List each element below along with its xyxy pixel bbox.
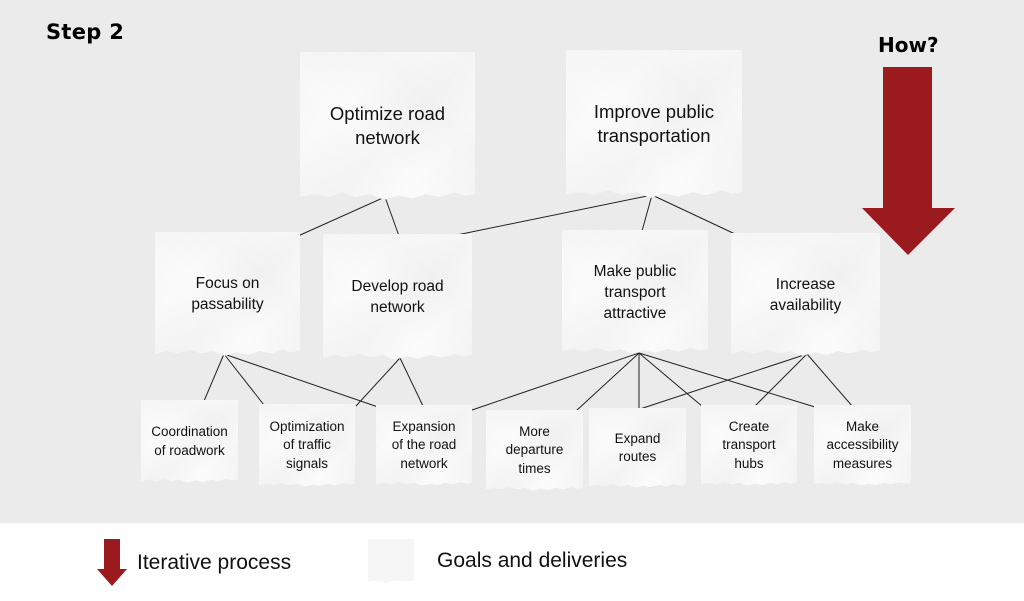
- delivery-card-label: Coordination of roadwork: [151, 424, 228, 458]
- legend-label-iterative-process: Iterative process: [137, 550, 292, 574]
- connector-increase-availability-to-create-transport-hubs: [753, 353, 808, 408]
- delivery-card-coordination-of-roadwork: Coordination of roadwork: [141, 400, 238, 483]
- paper-card-icon: [368, 539, 414, 583]
- delivery-card-label: Expand routes: [614, 430, 661, 465]
- connector-develop-road-network-to-optimization-of-traffic-signals: [355, 357, 401, 407]
- goal-card-improve-public-transportation: Improve public transportation: [566, 50, 742, 198]
- delivery-card-more-departure-times: More departure times: [486, 410, 583, 491]
- connector-increase-availability-to-make-accessibility-measures: [806, 353, 854, 408]
- connector-optimize-road-network-to-develop-road-network: [384, 196, 400, 237]
- legend-item-iterative-process: Iterative process: [97, 539, 291, 586]
- connector-improve-public-transportation-to-make-public-transport-attractive: [641, 194, 653, 232]
- delivery-card-label: More departure times: [505, 423, 564, 476]
- connector-lines: [203, 194, 854, 412]
- goal-card-make-public-transport-attractive: Make public transport attractive: [562, 230, 708, 354]
- goal-card-label: Improve public transportation: [593, 101, 715, 146]
- legend-item-goals-and-deliveries: Goals and deliveries: [368, 539, 627, 583]
- step-title: Step 2: [46, 20, 125, 44]
- goal-card-label: Optimize road network: [329, 103, 446, 148]
- goal-card-label: Increase availability: [769, 275, 842, 314]
- delivery-card-label: Optimization of traffic signals: [269, 418, 345, 471]
- delivery-card-label: Expansion of the road network: [391, 418, 457, 471]
- delivery-card-label: Create transport hubs: [722, 418, 776, 471]
- connector-focus-on-passability-to-optimization-of-traffic-signals: [223, 353, 265, 406]
- arrow-shape: [862, 67, 955, 255]
- goal-card-label: Focus on passability: [191, 275, 264, 313]
- delivery-card-optimization-of-traffic-signals: Optimization of traffic signals: [259, 404, 355, 487]
- connector-make-public-transport-attractive-to-expansion-of-the-road-network: [471, 352, 640, 411]
- iterative-process-arrow-icon: [862, 67, 955, 255]
- connector-develop-road-network-to-expansion-of-the-road-network: [399, 357, 424, 407]
- how-label: How?: [878, 33, 939, 57]
- delivery-card-make-accessibility-measures: Make accessibility measures: [814, 405, 911, 486]
- legend-label-goals-and-deliveries: Goals and deliveries: [437, 549, 628, 572]
- goal-card-label: Develop road network: [351, 278, 444, 316]
- delivery-card-expansion-of-the-road-network: Expansion of the road network: [376, 405, 472, 486]
- goal-card-increase-availability: Increase availability: [731, 233, 880, 356]
- down-arrow-icon: [97, 539, 127, 586]
- goal-card-focus-on-passability: Focus on passability: [155, 232, 300, 356]
- goal-card-optimize-road-network: Optimize road network: [300, 52, 475, 200]
- connector-optimize-road-network-to-focus-on-passability: [297, 196, 386, 237]
- connector-focus-on-passability-to-expansion-of-the-road-network: [223, 353, 379, 408]
- connector-improve-public-transportation-to-increase-availability: [651, 194, 736, 235]
- goal-card-label: Make public transport attractive: [593, 262, 677, 322]
- connector-make-public-transport-attractive-to-more-departure-times: [575, 352, 640, 412]
- connector-focus-on-passability-to-coordination-of-roadwork: [203, 353, 225, 402]
- diagram-canvas: Step 2 How? Optimize road network Improv…: [0, 0, 1024, 523]
- delivery-card-create-transport-hubs: Create transport hubs: [701, 405, 797, 486]
- connector-make-public-transport-attractive-to-create-transport-hubs: [638, 352, 704, 408]
- delivery-card-expand-routes: Expand routes: [589, 408, 686, 488]
- goal-card-develop-road-network: Develop road network: [323, 234, 472, 360]
- connector-improve-public-transportation-to-develop-road-network: [446, 194, 653, 238]
- connector-increase-availability-to-expand-routes: [639, 353, 808, 410]
- delivery-card-label: Make accessibility measures: [826, 418, 899, 471]
- legend: Iterative process Goals and deliveries: [0, 523, 1024, 601]
